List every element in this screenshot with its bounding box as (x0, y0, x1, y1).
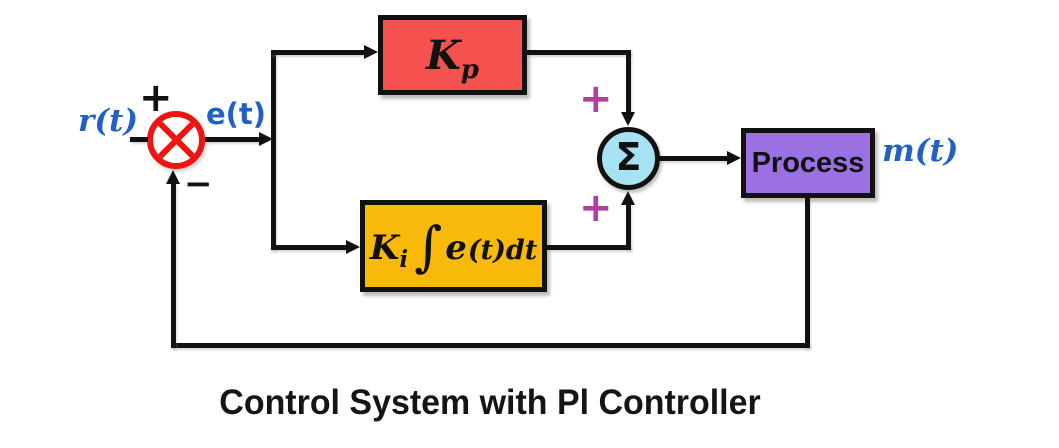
proportional-block-label: Kp (426, 31, 479, 85)
diagram-title: Control System with Pl Controller (219, 383, 761, 422)
error-arrowhead (259, 132, 273, 146)
feedback-line-right-vertical (805, 198, 810, 348)
summer-bottom-arrowhead (621, 191, 635, 205)
junction-minus-sign: − (184, 164, 213, 204)
summer-sigma-symbol: Σ (615, 135, 642, 179)
summer-plus-bottom-sign: + (579, 185, 613, 231)
reference-signal-label: r(t) (78, 103, 138, 139)
kp-output-line-horizontal (527, 50, 631, 55)
feedback-line-left-vertical (171, 183, 176, 348)
reference-input-line (130, 137, 148, 142)
integral-block: Ki∫e(t)dt (360, 200, 547, 292)
proportional-block: Kp (378, 15, 527, 95)
kp-output-line-vertical (626, 50, 631, 113)
summer-plus-top-sign: + (579, 76, 613, 122)
kp-input-line (271, 50, 366, 55)
branch-vertical-line (271, 50, 276, 250)
process-block-label: Process (751, 146, 865, 179)
summing-junction (147, 111, 205, 169)
summer-output-line (658, 156, 729, 161)
kp-input-arrowhead (364, 45, 378, 59)
junction-feedback-arrowhead (166, 170, 180, 184)
process-block: Process (741, 128, 875, 198)
error-line (205, 137, 261, 142)
integral-block-label: Ki∫e(t)dt (369, 214, 538, 278)
ki-output-line-vertical (626, 204, 631, 250)
summer-junction: Σ (597, 127, 660, 190)
summer-top-arrowhead (621, 112, 635, 126)
ki-input-arrowhead (346, 240, 360, 254)
error-signal-label: e(t) (206, 97, 267, 131)
feedback-line-bottom-horizontal (171, 343, 810, 348)
ki-output-line-horizontal (547, 245, 631, 250)
process-input-arrowhead (727, 151, 741, 165)
output-signal-label: m(t) (882, 133, 959, 169)
ki-input-line (271, 245, 348, 250)
junction-cross-icon (153, 117, 199, 163)
